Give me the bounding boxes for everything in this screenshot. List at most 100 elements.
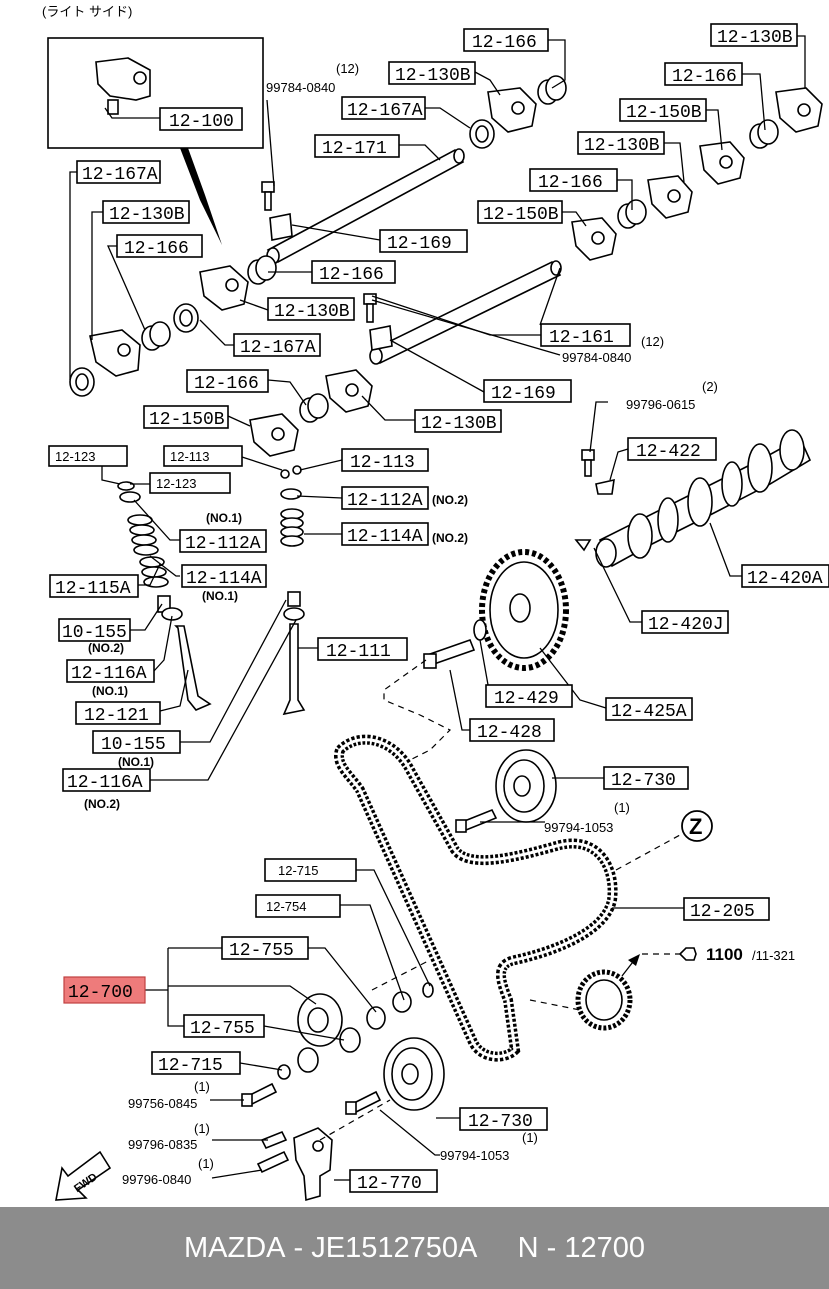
- bolt-part-number[interactable]: 99756-0845: [128, 1096, 197, 1111]
- label-12-116a[interactable]: 12-116A: [62, 768, 151, 793]
- reference-link[interactable]: 1100 /11-321: [678, 945, 795, 964]
- rocker-arm: [647, 175, 693, 219]
- label-12-755[interactable]: 12-755: [183, 1014, 265, 1039]
- label-12-150b[interactable]: 12-150B: [143, 405, 229, 430]
- label-12-770[interactable]: 12-770: [349, 1169, 438, 1194]
- label-12-169[interactable]: 12-169: [379, 229, 468, 254]
- note-no2: (NO.2): [88, 641, 124, 655]
- label-12-730[interactable]: 12-730: [603, 766, 689, 791]
- svg-text:12-715: 12-715: [158, 1056, 223, 1076]
- label-12-428[interactable]: 12-428: [469, 718, 555, 743]
- svg-text:12-755: 12-755: [229, 941, 294, 961]
- tensioner-spring: [297, 1047, 319, 1073]
- bolt-part-number[interactable]: 99794-1053: [440, 1148, 509, 1163]
- rocker-arm: [89, 329, 141, 377]
- label-12-167a[interactable]: 12-167A: [341, 96, 426, 121]
- svg-text:12-150B: 12-150B: [626, 103, 702, 123]
- label-12-422[interactable]: 12-422: [627, 437, 717, 462]
- svg-text:12-167A: 12-167A: [240, 338, 316, 358]
- label-12-150b[interactable]: 12-150B: [477, 200, 563, 225]
- label-12-715[interactable]: 12-715: [151, 1051, 241, 1076]
- svg-text:12-730: 12-730: [468, 1112, 533, 1132]
- label-12-171[interactable]: 12-171: [314, 134, 400, 159]
- valve-spring: [280, 508, 304, 547]
- label-12-169[interactable]: 12-169: [483, 379, 572, 404]
- label-12-420j[interactable]: 12-420J: [641, 610, 729, 635]
- note-no1: (NO.1): [206, 511, 242, 525]
- label-12-112a[interactable]: 12-112A: [341, 486, 429, 511]
- label-12-715[interactable]: 12-715: [264, 858, 357, 882]
- tensioner-bracket: [293, 1127, 333, 1202]
- svg-text:1100: 1100: [706, 945, 743, 964]
- svg-text:12-167A: 12-167A: [82, 165, 158, 185]
- label-12-730[interactable]: 12-730: [459, 1107, 548, 1132]
- sprocket-arrow-head: [628, 954, 640, 966]
- label-12-167a[interactable]: 12-167A: [233, 333, 321, 358]
- svg-text:12-123: 12-123: [55, 449, 95, 464]
- svg-text:12-169: 12-169: [387, 234, 452, 254]
- bolt-part-number[interactable]: 99796-0840: [122, 1172, 191, 1187]
- label-12-114a[interactable]: 12-114A: [181, 564, 267, 589]
- label-12-115a[interactable]: 12-115A: [49, 574, 139, 599]
- label-12-166[interactable]: 12-166: [664, 62, 743, 87]
- note-no2: (NO.2): [432, 531, 468, 545]
- label-12-113[interactable]: 12-113: [163, 445, 243, 467]
- label-12-130b[interactable]: 12-130B: [577, 131, 665, 156]
- rocker-arm: [487, 87, 537, 133]
- rocker-shaft-lower: [369, 260, 562, 365]
- label-12-114a[interactable]: 12-114A: [341, 522, 429, 547]
- qty: (1): [194, 1121, 210, 1136]
- label-12-121[interactable]: 12-121: [75, 701, 161, 726]
- label-12-130b[interactable]: 12-130B: [102, 200, 190, 225]
- label-12-123[interactable]: 12-123: [149, 472, 231, 494]
- label-10-155[interactable]: 10-155: [92, 730, 181, 755]
- label-12-429[interactable]: 12-429: [485, 684, 573, 709]
- label-12-166[interactable]: 12-166: [463, 28, 549, 53]
- svg-text:12-130B: 12-130B: [717, 28, 793, 48]
- label-12-754[interactable]: 12-754: [255, 894, 341, 918]
- label-12-130b[interactable]: 12-130B: [414, 409, 502, 434]
- label-10-155[interactable]: 10-155: [58, 618, 131, 643]
- bolt-part-number[interactable]: 99784-0840: [562, 350, 631, 365]
- svg-text:10-155: 10-155: [62, 623, 127, 643]
- label-12-205[interactable]: 12-205: [683, 897, 770, 922]
- bolt-part-number[interactable]: 99796-0615: [626, 397, 695, 412]
- label-12-100[interactable]: 12-100: [159, 107, 243, 132]
- bolt-part-number[interactable]: 99796-0835: [128, 1137, 197, 1152]
- label-12-166[interactable]: 12-166: [186, 369, 269, 394]
- label-12-116a[interactable]: 12-116A: [66, 659, 155, 684]
- valve-seal: [157, 595, 183, 621]
- idler-bolt: [455, 808, 498, 833]
- bolt-part-number[interactable]: 99794-1053: [544, 820, 613, 835]
- svg-text:12-111: 12-111: [326, 642, 391, 662]
- svg-text:12-130B: 12-130B: [584, 136, 660, 156]
- label-12-130b[interactable]: 12-130B: [267, 297, 355, 322]
- bolt-part-number[interactable]: 99784-0840: [266, 80, 335, 95]
- qty: (12): [336, 61, 359, 76]
- dashed-lines: [319, 659, 681, 1141]
- label-12-700-highlight[interactable]: 12-700: [63, 976, 146, 1004]
- idler-pulley-upper: [495, 749, 557, 823]
- footer-part-number: JE1512750A: [311, 1231, 478, 1264]
- label-12-150b[interactable]: 12-150B: [619, 98, 707, 123]
- label-12-111[interactable]: 12-111: [317, 637, 408, 662]
- label-12-420a[interactable]: 12-420A: [741, 564, 829, 589]
- svg-text:12-123: 12-123: [156, 476, 196, 491]
- label-12-166[interactable]: 12-166: [529, 168, 618, 193]
- svg-text:12-116A: 12-116A: [71, 664, 147, 684]
- label-12-167a[interactable]: 12-167A: [76, 160, 161, 185]
- label-12-166[interactable]: 12-166: [311, 260, 396, 285]
- label-12-130b[interactable]: 12-130B: [710, 23, 798, 48]
- label-12-425a[interactable]: 12-425A: [605, 697, 693, 722]
- tensioner-spacer: [392, 991, 412, 1013]
- label-12-755[interactable]: 12-755: [221, 936, 309, 961]
- rocker-arm: [249, 413, 299, 457]
- label-12-161[interactable]: 12-161: [540, 323, 631, 348]
- rocker-arm: [571, 217, 617, 261]
- label-12-123[interactable]: 12-123: [48, 445, 128, 467]
- label-12-113[interactable]: 12-113: [341, 448, 429, 473]
- label-12-112a[interactable]: 12-112A: [179, 529, 267, 554]
- label-12-166[interactable]: 12-166: [116, 234, 203, 259]
- svg-text:12-171: 12-171: [322, 139, 387, 159]
- label-12-130b[interactable]: 12-130B: [388, 61, 476, 86]
